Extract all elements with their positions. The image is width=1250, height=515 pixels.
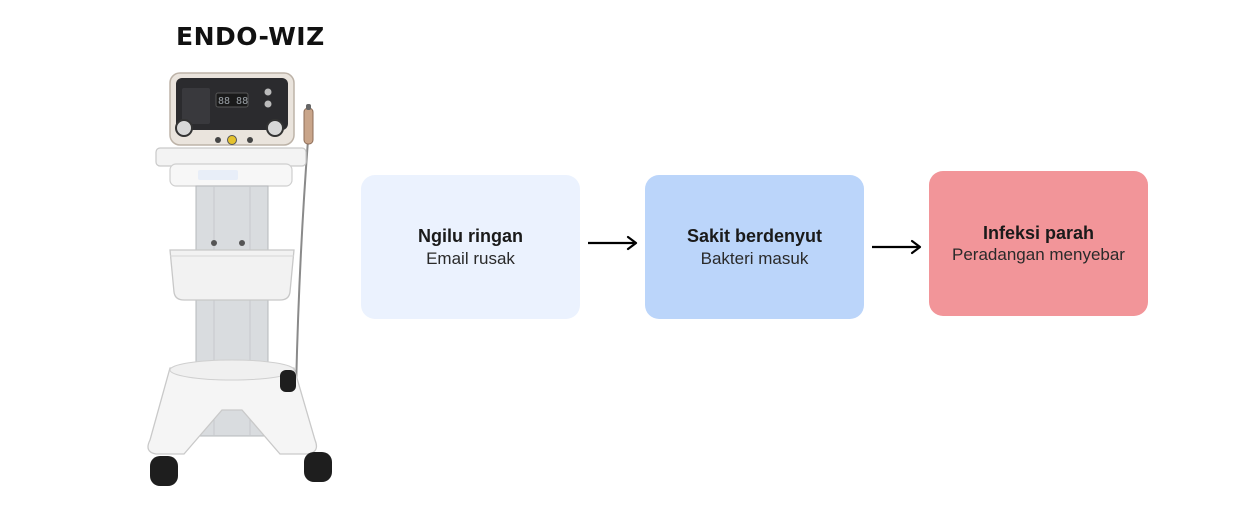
stage-3-title: Infeksi parah [982, 222, 1095, 243]
product-title: ENDO-WIZ [176, 22, 325, 51]
svg-text:88 88: 88 88 [218, 96, 248, 107]
stage-card-2: Sakit berdenyut Bakteri masuk [645, 175, 864, 319]
stage-3-subtitle: Peradangan menyebar [952, 245, 1125, 265]
stage-1-subtitle: Email rusak [426, 248, 515, 268]
dental-device-icon: 88 88 [147, 72, 332, 486]
stage-2-title: Sakit berdenyut [686, 226, 823, 247]
arrow-right-icon [872, 239, 922, 255]
stage-card-1: Ngilu ringan Email rusak [361, 175, 580, 319]
stage-card-3: Infeksi parah Peradangan menyebar [929, 171, 1148, 316]
arrow-right-icon [588, 235, 638, 251]
stage-2-subtitle: Bakteri masuk [700, 248, 809, 268]
stage-1-title: Ngilu ringan [418, 226, 523, 247]
